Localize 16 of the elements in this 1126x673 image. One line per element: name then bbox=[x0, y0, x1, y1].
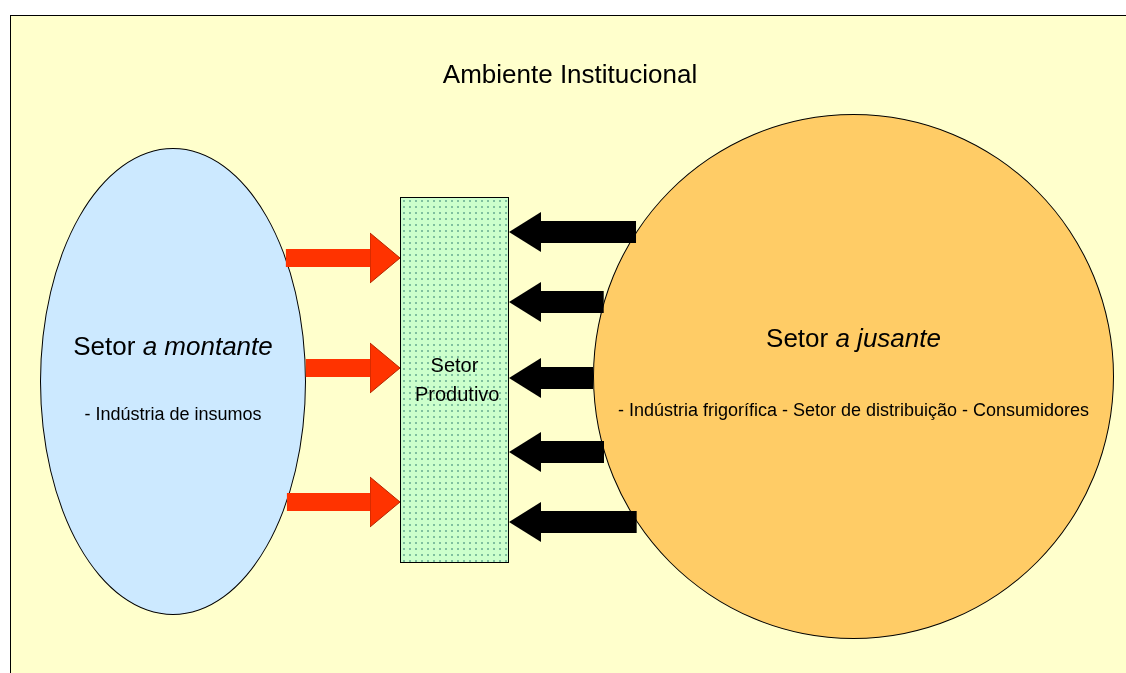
block-arrow bbox=[509, 282, 604, 322]
block-arrow bbox=[509, 432, 604, 472]
block-arrow bbox=[305, 342, 401, 394]
node-title: Ambiente Institucional bbox=[441, 58, 699, 91]
node-title: Setor Produtivo bbox=[414, 353, 500, 407]
production-box bbox=[400, 197, 509, 563]
environment-panel bbox=[10, 15, 1126, 673]
node-title: Setor a jusante bbox=[765, 321, 942, 355]
node-title: Setor a montante bbox=[72, 329, 274, 363]
node-list: - Indústria frigorífica - Setor de distribuição - Consumidores bbox=[611, 397, 1096, 424]
block-arrow bbox=[285, 232, 401, 284]
node-list: - Indústria de insumos bbox=[78, 401, 268, 428]
block-arrow bbox=[509, 358, 593, 398]
block-arrow bbox=[509, 212, 636, 252]
block-arrow bbox=[509, 502, 637, 542]
block-arrow bbox=[286, 476, 401, 528]
